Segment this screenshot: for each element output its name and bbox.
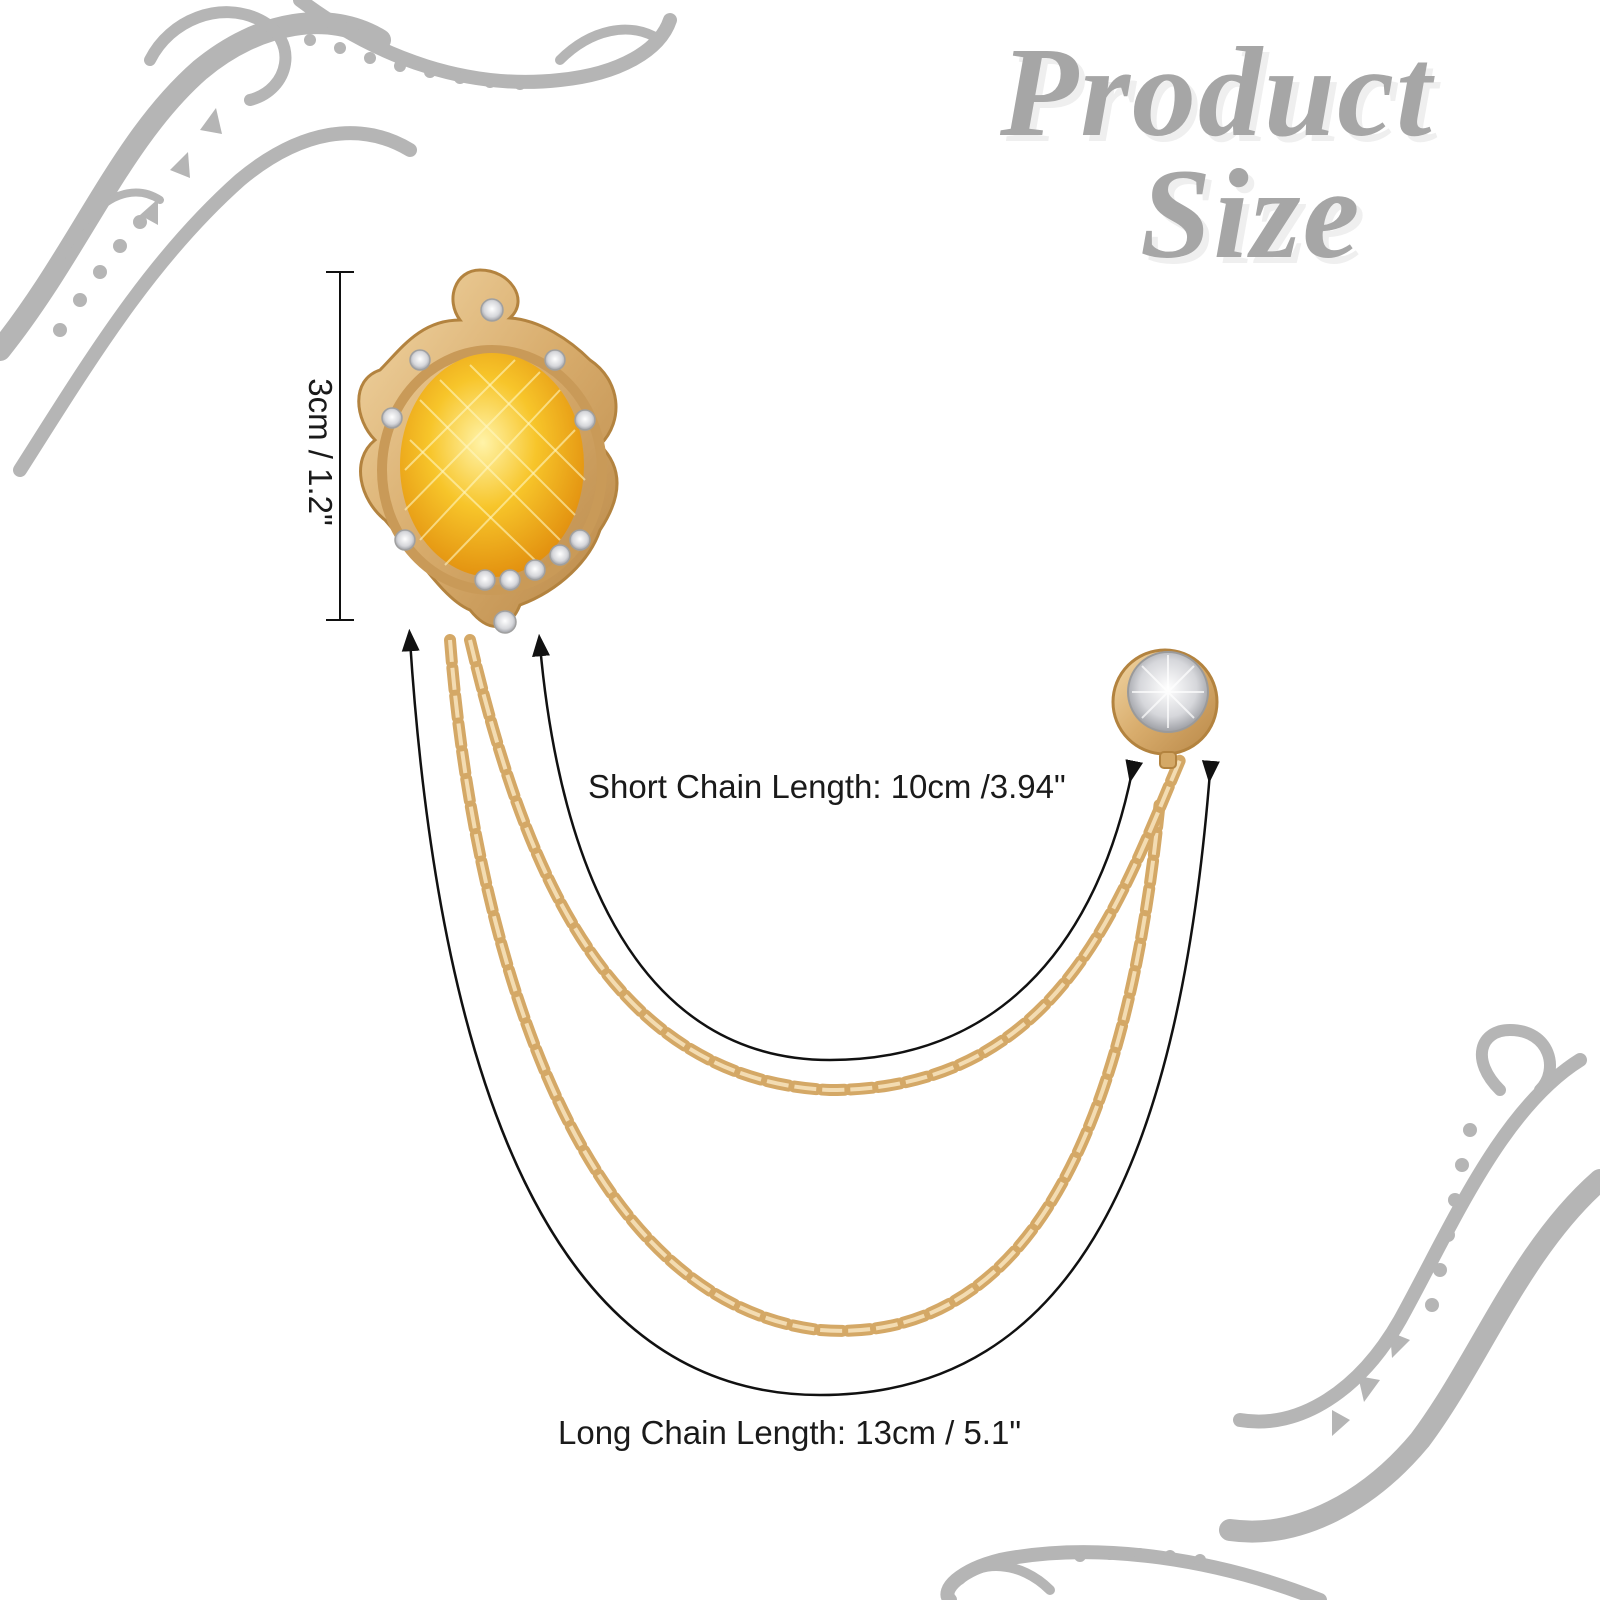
product-title-line-2: Size — [1140, 143, 1362, 285]
product-title-line-1: Product — [1000, 21, 1434, 163]
long-chain-length-label: Long Chain Length: 13cm / 5.1" — [558, 1414, 1022, 1451]
short-chain-arrow — [532, 633, 1144, 1062]
ornament-bottom-right-dots — [1074, 1123, 1477, 1566]
yellow-gem — [400, 353, 584, 577]
brooch-pendant — [357, 268, 619, 634]
long-chain — [444, 634, 1166, 1337]
short-chain-length-label: Short Chain Length: 10cm /3.94" — [588, 768, 1066, 805]
height-dimension-label: 3cm / 1.2" — [302, 378, 339, 526]
rhinestones — [381, 298, 596, 634]
short-chain — [464, 634, 1186, 1097]
ornament-top-left — [0, 0, 677, 477]
crystal-stud — [1111, 648, 1219, 769]
ornament-bottom-right — [940, 1023, 1600, 1600]
height-dimension-line — [326, 271, 354, 621]
long-chain-arrow — [401, 628, 1220, 1397]
ornament-top-left-dots — [53, 34, 526, 337]
